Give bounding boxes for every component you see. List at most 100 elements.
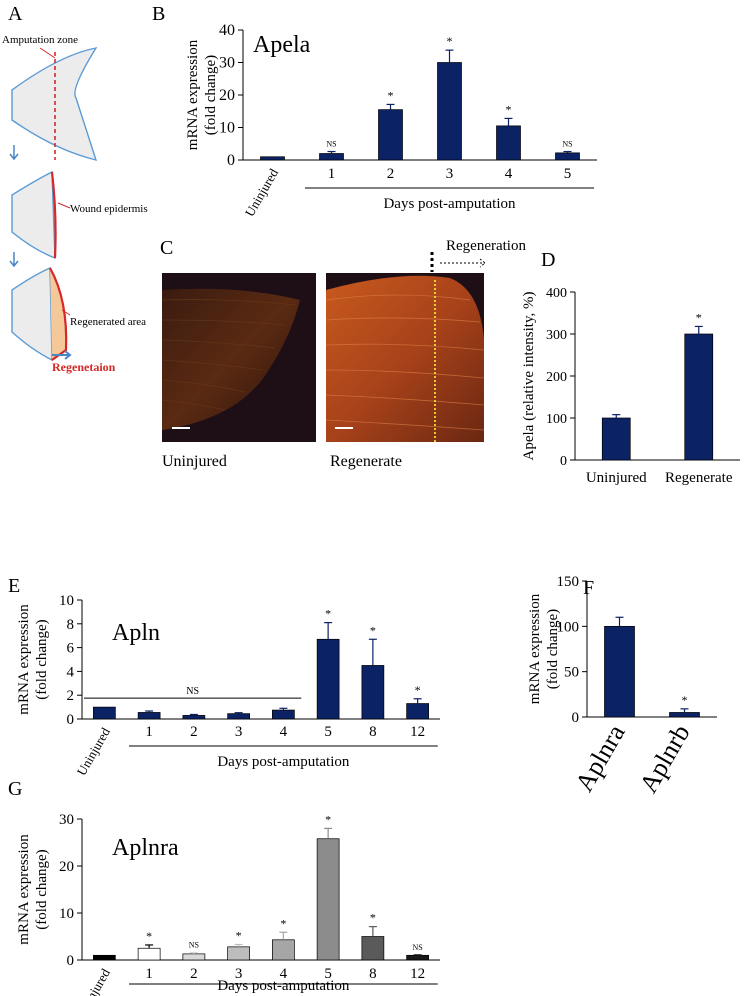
- significance-label: *: [696, 310, 702, 324]
- down-arrow-icon: [9, 252, 19, 268]
- regenerate-fin-rays: [325, 294, 485, 431]
- significance-label: *: [325, 812, 331, 826]
- bar: [361, 936, 385, 961]
- x-tick-label: 4: [280, 724, 288, 740]
- bar: [316, 638, 340, 720]
- y-axis-title: mRNA expression: [16, 604, 32, 715]
- bar: [496, 125, 521, 161]
- fin-intact-shape: [11, 47, 98, 161]
- x-tick-label: Uninjured: [586, 470, 647, 486]
- fin-regenerated-shape: [11, 266, 53, 362]
- panel-a-schematic: A Amputation zone Wound epidermis Regene…: [2, 3, 148, 374]
- y-tick-label: 0: [67, 953, 75, 969]
- uninjured-image-label: Uninjured: [162, 453, 227, 470]
- y-tick-label: 0: [67, 712, 75, 728]
- amputation-pointer: [39, 47, 56, 59]
- bar: [406, 703, 429, 720]
- bar: [93, 954, 116, 961]
- significance-label: *: [447, 34, 453, 48]
- x-tick-label: Regenerate: [665, 470, 733, 486]
- significance-label: NS: [189, 940, 199, 949]
- right-arrow-icon: [440, 258, 486, 268]
- significance-label: NS: [562, 140, 572, 149]
- bar: [227, 946, 250, 961]
- bar: [437, 62, 462, 161]
- y-tick-label: 100: [546, 412, 567, 427]
- significance-label: *: [682, 693, 688, 707]
- bar: [316, 838, 340, 961]
- x-tick-label: 2: [190, 966, 198, 982]
- panel-letter-b: B: [152, 3, 165, 25]
- x-tick-label: Uninjured: [74, 966, 114, 996]
- x-tick-label: 5: [564, 166, 572, 182]
- significance-label: *: [415, 683, 421, 697]
- x-tick-label: 3: [446, 166, 454, 182]
- bar: [604, 625, 635, 718]
- significance-label: *: [370, 623, 376, 637]
- regeneration-direction-label: Regeneration: [446, 238, 526, 254]
- bar: [601, 417, 631, 461]
- bar: [182, 715, 206, 720]
- y-tick-label: 10: [219, 120, 235, 137]
- bar: [137, 947, 161, 961]
- y-tick-label: 40: [219, 22, 235, 39]
- x-tick-label: 1: [328, 166, 336, 182]
- y-axis-title: mRNA expression: [527, 593, 543, 704]
- y-tick-label: 2: [67, 688, 75, 704]
- panel-letter-c: C: [160, 237, 173, 259]
- regenerate-fin-image: [326, 275, 484, 442]
- regeneration-label: Regenetaion: [52, 360, 116, 374]
- significance-label: *: [280, 916, 286, 930]
- y-tick-label: 6: [67, 641, 75, 657]
- y-tick-label: 20: [219, 87, 235, 104]
- significance-label: NS: [413, 943, 423, 952]
- regenerated-pointer: [61, 309, 71, 316]
- y-axis-title: mRNA expression: [185, 39, 201, 150]
- x-tick-label: Uninjured: [242, 166, 282, 220]
- y-tick-label: 10: [59, 906, 74, 922]
- x-tick-label: 3: [235, 966, 243, 982]
- bar: [361, 665, 385, 720]
- x-tick-label: 2: [190, 724, 198, 740]
- y-tick-label: 100: [557, 619, 580, 635]
- regenerate-image-label: Regenerate: [330, 453, 402, 470]
- y-tick-label: 200: [546, 370, 567, 385]
- bar: [227, 713, 250, 720]
- x-tick-label: 3: [235, 724, 243, 740]
- y-tick-label: 30: [59, 812, 74, 828]
- significance-label: *: [236, 928, 242, 942]
- bar: [406, 954, 429, 961]
- y-axis-title: (fold change): [34, 849, 50, 929]
- x-tick-label: 2: [387, 166, 395, 182]
- bar: [137, 712, 161, 720]
- x-tick-label: 1: [145, 966, 153, 982]
- y-tick-label: 8: [67, 617, 75, 633]
- wound-pointer: [57, 202, 71, 209]
- uninjured-fin-rays: [161, 299, 296, 411]
- y-tick-label: 20: [59, 859, 74, 875]
- bar: [319, 153, 344, 161]
- bar: [260, 156, 285, 161]
- x-tick-label: 4: [505, 166, 513, 182]
- regenerated-area-fill: [50, 268, 67, 360]
- y-tick-label: 150: [557, 574, 580, 590]
- x-tick-label: 1: [145, 724, 153, 740]
- y-tick-label: 30: [219, 55, 235, 72]
- panel-letter-e: E: [8, 575, 20, 597]
- significance-label: *: [146, 929, 152, 943]
- chart-title: Apela: [253, 32, 311, 58]
- bar: [669, 712, 700, 718]
- y-axis-title: (fold change): [203, 55, 219, 135]
- panel-c-images: C Regeneration Uninjured Rege: [160, 237, 526, 470]
- y-tick-label: 400: [546, 286, 567, 301]
- chart-title: Aplnra: [112, 835, 179, 861]
- bar: [684, 333, 714, 461]
- y-tick-label: 10: [59, 593, 74, 609]
- bar: [182, 953, 206, 961]
- y-axis-title: Apela (relative intensity, %): [521, 292, 537, 461]
